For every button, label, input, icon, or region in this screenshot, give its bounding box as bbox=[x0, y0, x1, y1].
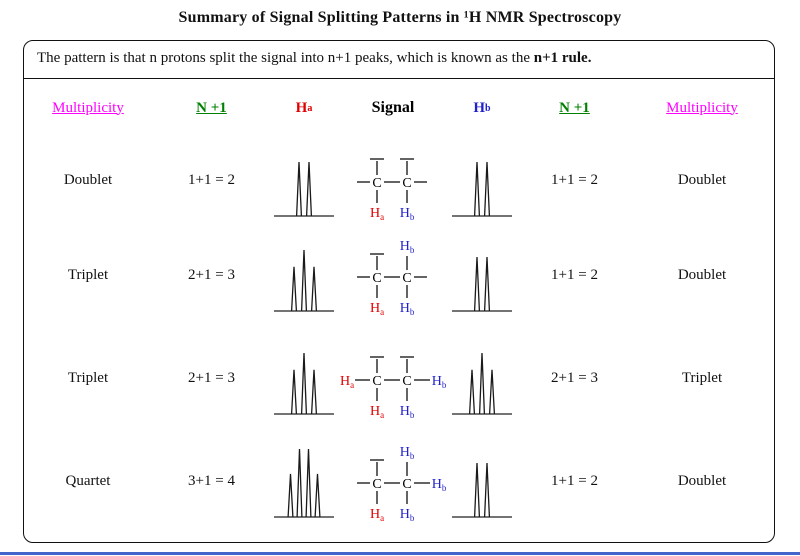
svg-text:C: C bbox=[402, 374, 411, 389]
svg-text:C: C bbox=[372, 176, 381, 191]
right-signal-peaks bbox=[449, 138, 515, 222]
header-hb-sub: b bbox=[485, 102, 491, 114]
right-formula: 1+1 = 2 bbox=[551, 472, 598, 489]
svg-text:Ha: Ha bbox=[340, 374, 354, 390]
bottom-border-line bbox=[0, 552, 800, 555]
peaks-graphic bbox=[450, 233, 514, 317]
left-formula: 2+1 = 3 bbox=[188, 369, 235, 386]
header-signal: Signal bbox=[371, 99, 415, 116]
peaks-graphic bbox=[272, 233, 336, 317]
svg-text:Hb: Hb bbox=[400, 301, 415, 317]
header-hb-text: H bbox=[473, 99, 486, 116]
svg-text:Ha: Ha bbox=[370, 507, 384, 523]
rule-sentence: The pattern is that n protons split the … bbox=[24, 41, 774, 79]
right-multiplicity: Doublet bbox=[677, 472, 727, 489]
structure-graphic: C C Ha Hb bbox=[337, 135, 449, 225]
header-ha-sub: a bbox=[307, 102, 313, 114]
svg-text:Hb: Hb bbox=[432, 374, 447, 390]
table-row: Doublet 1+1 = 2 C C Ha Hb 1+1 = 2 Doublet bbox=[24, 134, 774, 226]
left-formula: 1+1 = 2 bbox=[188, 171, 235, 188]
right-multiplicity: Doublet bbox=[677, 171, 727, 188]
svg-text:Hb: Hb bbox=[400, 445, 415, 461]
svg-text:C: C bbox=[402, 477, 411, 492]
svg-text:Hb: Hb bbox=[400, 404, 415, 420]
svg-text:Ha: Ha bbox=[370, 206, 384, 222]
rule-text-normal: The pattern is that n protons split the … bbox=[37, 50, 534, 66]
header-multiplicity-left: Multiplicity bbox=[52, 99, 124, 116]
svg-text:Hb: Hb bbox=[400, 206, 415, 222]
svg-text:C: C bbox=[372, 477, 381, 492]
peaks-graphic bbox=[450, 439, 514, 523]
svg-text:C: C bbox=[372, 271, 381, 286]
peaks-graphic bbox=[450, 138, 514, 222]
peaks-graphic bbox=[272, 138, 336, 222]
left-multiplicity: Doublet bbox=[63, 171, 113, 188]
rule-text-bold: n+1 rule. bbox=[533, 50, 592, 66]
summary-box: The pattern is that n protons split the … bbox=[23, 40, 775, 543]
page-title: Summary of Signal Splitting Patterns in … bbox=[178, 9, 622, 26]
right-formula: 1+1 = 2 bbox=[551, 266, 598, 283]
header-n-plus-1-left: N +1 bbox=[196, 99, 227, 116]
structure-diagram: C C Ha Hb bbox=[337, 135, 449, 225]
svg-text:Hb: Hb bbox=[432, 477, 447, 493]
svg-text:C: C bbox=[402, 271, 411, 286]
peaks-graphic bbox=[272, 336, 336, 420]
left-multiplicity: Quartet bbox=[65, 472, 111, 489]
left-signal-peaks bbox=[271, 439, 337, 523]
right-formula: 1+1 = 2 bbox=[551, 171, 598, 188]
svg-text:Hb: Hb bbox=[400, 239, 415, 255]
right-signal-peaks bbox=[449, 439, 515, 523]
right-signal-peaks bbox=[449, 233, 515, 317]
left-signal-peaks bbox=[271, 233, 337, 317]
svg-text:Ha: Ha bbox=[370, 404, 384, 420]
header-ha-text: H bbox=[295, 99, 308, 116]
peaks-graphic bbox=[272, 439, 336, 523]
left-multiplicity: Triplet bbox=[67, 266, 109, 283]
header-multiplicity-right: Multiplicity bbox=[666, 99, 738, 116]
peaks-graphic bbox=[450, 336, 514, 420]
svg-text:C: C bbox=[402, 176, 411, 191]
header-n-plus-1-right: N +1 bbox=[559, 99, 590, 116]
left-formula: 3+1 = 4 bbox=[188, 472, 235, 489]
svg-text:Hb: Hb bbox=[400, 507, 415, 523]
svg-text:Ha: Ha bbox=[370, 301, 384, 317]
left-signal-peaks bbox=[271, 336, 337, 420]
right-multiplicity: Triplet bbox=[681, 369, 723, 386]
svg-text:C: C bbox=[372, 374, 381, 389]
left-multiplicity: Triplet bbox=[67, 369, 109, 386]
left-signal-peaks bbox=[271, 138, 337, 222]
right-signal-peaks bbox=[449, 336, 515, 420]
right-formula: 2+1 = 3 bbox=[551, 369, 598, 386]
left-formula: 2+1 = 3 bbox=[188, 266, 235, 283]
right-multiplicity: Doublet bbox=[677, 266, 727, 283]
